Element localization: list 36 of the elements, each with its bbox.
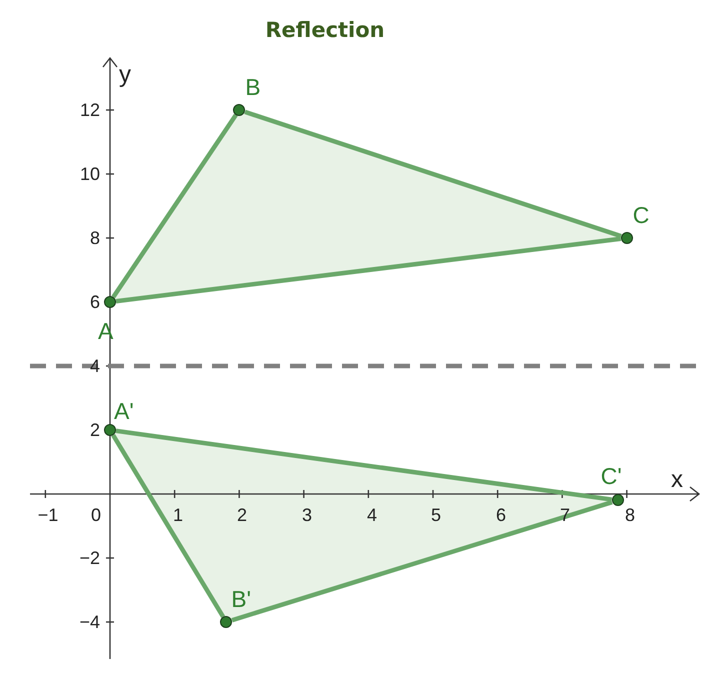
point-dot — [220, 616, 232, 628]
point-label: B — [245, 76, 261, 99]
tick-label: 6 — [496, 506, 506, 524]
point-dot — [104, 424, 116, 436]
tick-label: 2 — [90, 421, 100, 439]
axis-label: x — [671, 468, 683, 492]
tick-label: −2 — [79, 549, 100, 567]
triangle-side — [111, 114, 238, 298]
point-dot — [104, 296, 116, 308]
point-dot — [233, 104, 246, 116]
triangle-side — [116, 428, 612, 502]
tick-label: 12 — [80, 101, 100, 119]
point-label: B' — [231, 588, 251, 611]
point-dot — [612, 494, 624, 506]
triangle-side — [244, 110, 622, 238]
triangle-side — [231, 500, 613, 622]
tick-label: 6 — [90, 293, 100, 311]
tick-label: −1 — [38, 506, 58, 524]
diagram-title: Reflection — [265, 18, 385, 42]
tick-label: 4 — [367, 506, 377, 524]
tick-label: 3 — [302, 506, 312, 524]
point-label: C' — [600, 465, 622, 488]
point-label: A' — [114, 400, 134, 423]
triangle-side — [116, 236, 622, 304]
tick-label: 10 — [80, 165, 100, 183]
tick-label: −4 — [79, 613, 100, 631]
tick-label: 2 — [237, 506, 247, 524]
tick-label: 8 — [90, 229, 100, 247]
tick-label: 1 — [173, 506, 183, 524]
axis-label: y — [119, 63, 131, 87]
tick-label: 8 — [625, 506, 635, 524]
point-dot — [620, 232, 633, 244]
tick-label: 5 — [431, 506, 441, 524]
point-label: C — [632, 204, 650, 227]
tick-label: 0 — [91, 506, 101, 524]
triangle-side — [111, 434, 226, 618]
